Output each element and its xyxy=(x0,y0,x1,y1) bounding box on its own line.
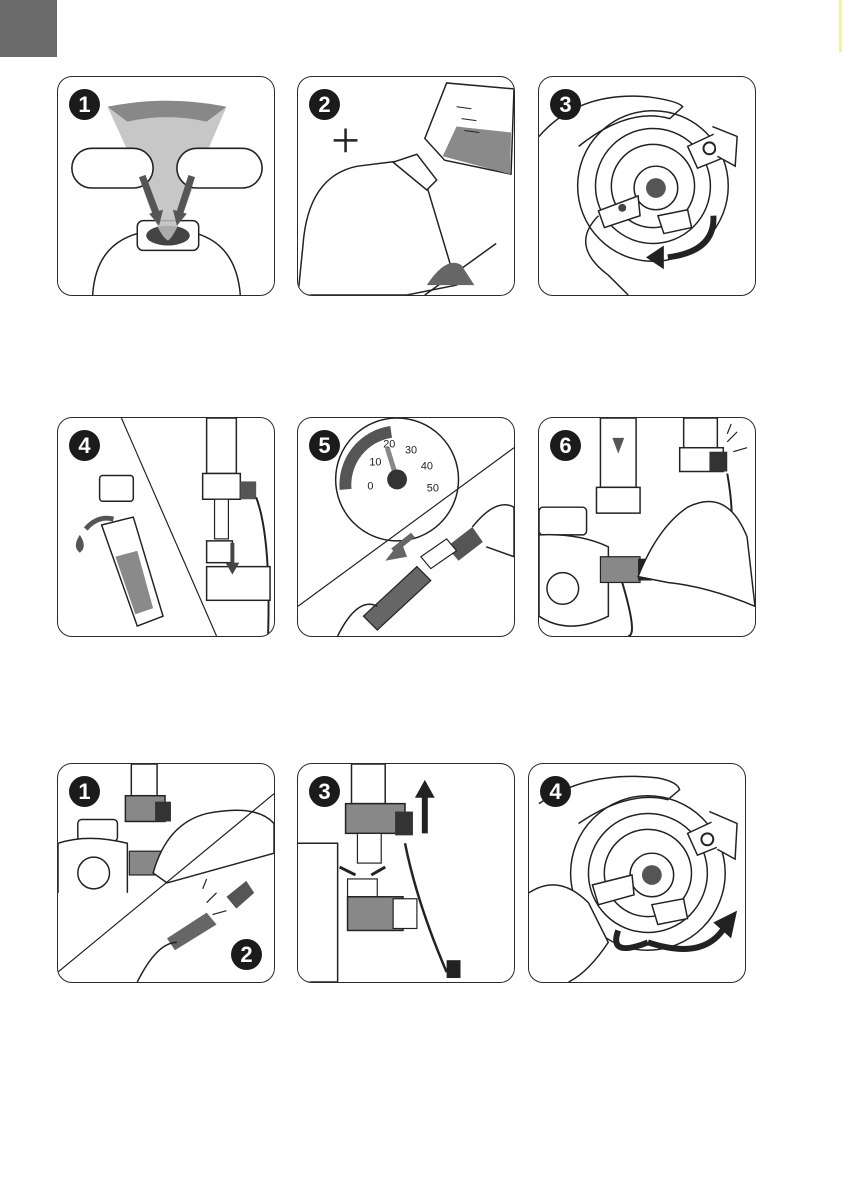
illustration-panel: 1 2 xyxy=(57,763,275,983)
gauge-tick-label: 20 xyxy=(383,439,395,451)
step-number-badge: 4 xyxy=(540,776,571,807)
gauge-tick-label: 10 xyxy=(369,457,381,469)
illustration-panel: 6 xyxy=(538,417,756,637)
step-number-badge: 3 xyxy=(550,89,581,120)
step-number-badge: 4 xyxy=(69,430,100,461)
gauge-tick-label: 0 xyxy=(367,480,373,492)
step-number-badge: 3 xyxy=(309,776,340,807)
illustration-panel: 1 xyxy=(57,76,275,296)
page-edge-marker xyxy=(839,0,842,52)
step-number-badge: 1 xyxy=(69,89,100,120)
illustration-panel: 4 xyxy=(57,417,275,637)
gauge-tick-label: 40 xyxy=(421,461,433,473)
illustration-panel: 3 xyxy=(538,76,756,296)
page-corner-tab xyxy=(0,0,57,57)
step-number-badge: 5 xyxy=(309,430,340,461)
illustration-panel: 0 10 20 30 40 50 5 xyxy=(297,417,515,637)
gauge-tick-label: 50 xyxy=(427,482,439,494)
illustration-panel: 3 xyxy=(297,763,515,983)
step-number-badge: 2 xyxy=(309,89,340,120)
step-number-badge: 1 xyxy=(69,776,100,807)
step-number-badge: 6 xyxy=(550,430,581,461)
illustration-panel: 2 xyxy=(297,76,515,296)
step-number-badge: 2 xyxy=(231,939,262,970)
gauge-tick-label: 30 xyxy=(405,445,417,457)
illustration-panel: 4 xyxy=(528,763,746,983)
